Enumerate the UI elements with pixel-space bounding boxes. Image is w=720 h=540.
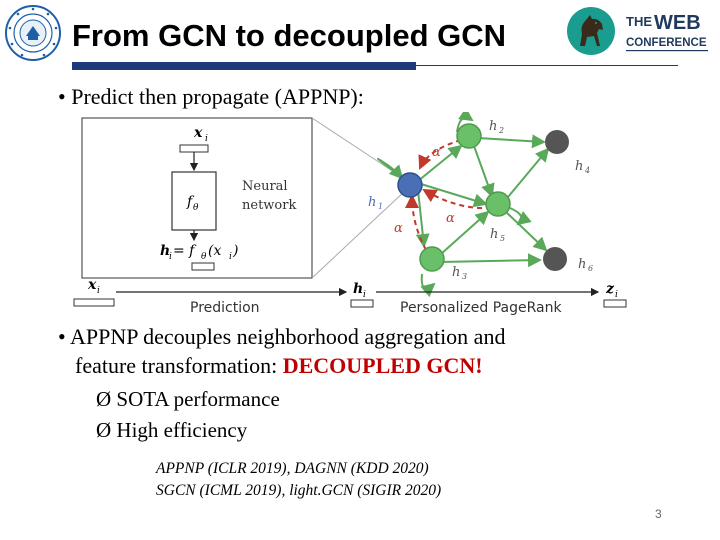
label-h4: h [575,159,583,174]
bullet-appnp: • Predict then propagate (APPNP): [58,84,364,110]
nn-function-sub: θ [193,203,199,213]
alpha-label-1: α [432,145,441,160]
bullet-text: Predict then propagate (APPNP): [71,84,364,109]
nn-output-close: ) [232,243,238,259]
nn-output-arg-sub: i [229,252,232,262]
pagerank-label: Personalized PageRank [400,300,562,316]
graph-node-h4 [545,130,569,154]
label-h1: h [368,195,376,210]
bullet-symbol: • [58,324,66,349]
appnp-figure: x i f θ Neural network h i = f θ (x i ) [73,112,627,316]
graph-node-h1 [397,172,423,198]
nn-output-eq-sub: θ [201,252,207,262]
label-h6: h [578,257,586,272]
sub-bullet-text: SOTA performance [116,387,280,411]
nn-output-h: h [160,243,170,259]
bullet-decouples: • APPNP decouples neighborhood aggregati… [58,324,505,350]
logo-web-text: WEB [654,12,701,34]
label-h3: h [452,265,460,280]
nn-output-eq: = f [173,243,197,259]
page-number: 3 [655,507,662,521]
prediction-label: Prediction [190,300,260,316]
label-h3-sub: 3 [462,272,467,281]
reference-line: APPNP (ICLR 2019), DAGNN (KDD 2020) [156,460,429,477]
arrow-bullet-icon: Ø [96,387,112,411]
nn-label-network: network [242,198,296,213]
sub-bullet-efficiency: Ø High efficiency [96,418,247,443]
sub-bullet-text: High efficiency [116,418,248,442]
bullet-text-line2: feature transformation: [75,353,283,378]
label-h1-sub: 1 [378,202,383,211]
nn-input-x: x [193,125,203,141]
label-h5-sub: 5 [500,234,505,243]
bullet-decouples-line2: feature transformation: DECOUPLED GCN! [75,353,483,379]
bottom-x: x [87,277,97,293]
label-h5: h [490,227,498,242]
nn-output-arg: (x [208,243,221,259]
nn-input-x-sub: i [205,134,208,144]
nn-function-box [171,171,217,231]
label-h2-sub: 2 [498,126,504,135]
bottom-z-vector [603,299,627,308]
logo-the-text: THE [626,14,652,29]
horse-logo-icon [567,7,615,55]
label-h2: h [489,119,497,134]
nn-label-neural: Neural [242,179,288,194]
nn-input-vector [179,144,209,153]
arrow-bullet-icon: Ø [96,418,112,442]
web-conference-logo: THE WEB CONFERENCE [626,12,708,52]
bullet-text-line1: APPNP decouples neighborhood aggregation… [70,324,506,349]
label-h6-sub: 6 [588,264,593,273]
title-underline-bar [72,62,416,70]
slide-title: From GCN to decoupled GCN [72,18,506,53]
bottom-z: z [605,281,615,297]
graph-node-h2 [456,123,482,149]
references: APPNP (ICLR 2019), DAGNN (KDD 2020) SGCN… [156,458,441,502]
university-seal-icon [5,5,61,61]
bottom-h: h [353,281,363,297]
graph-node-h5 [485,191,511,217]
graph-node-h3 [419,246,445,272]
graph-node-h6 [543,247,567,271]
bottom-h-vector [350,299,374,308]
title-underline-line [416,65,678,66]
logo-conference-text: CONFERENCE [626,37,707,49]
bottom-z-sub: i [615,290,618,300]
bullet-symbol: • [58,84,66,109]
nn-function-f: f [186,194,195,210]
nn-output-h-sub: i [169,252,172,262]
bottom-h-sub: i [363,290,366,300]
alpha-label-3: α [394,221,403,236]
decoupled-gcn-highlight: DECOUPLED GCN! [282,353,483,378]
reference-line: SGCN (ICML 2019), light.GCN (SIGIR 2020) [156,482,442,499]
bottom-x-vector [73,298,115,307]
nn-output-vector [191,262,215,271]
sub-bullet-sota: Ø SOTA performance [96,387,280,412]
alpha-label-2: α [446,211,455,226]
label-h4-sub: 4 [584,166,590,175]
bottom-x-sub: i [97,286,100,296]
